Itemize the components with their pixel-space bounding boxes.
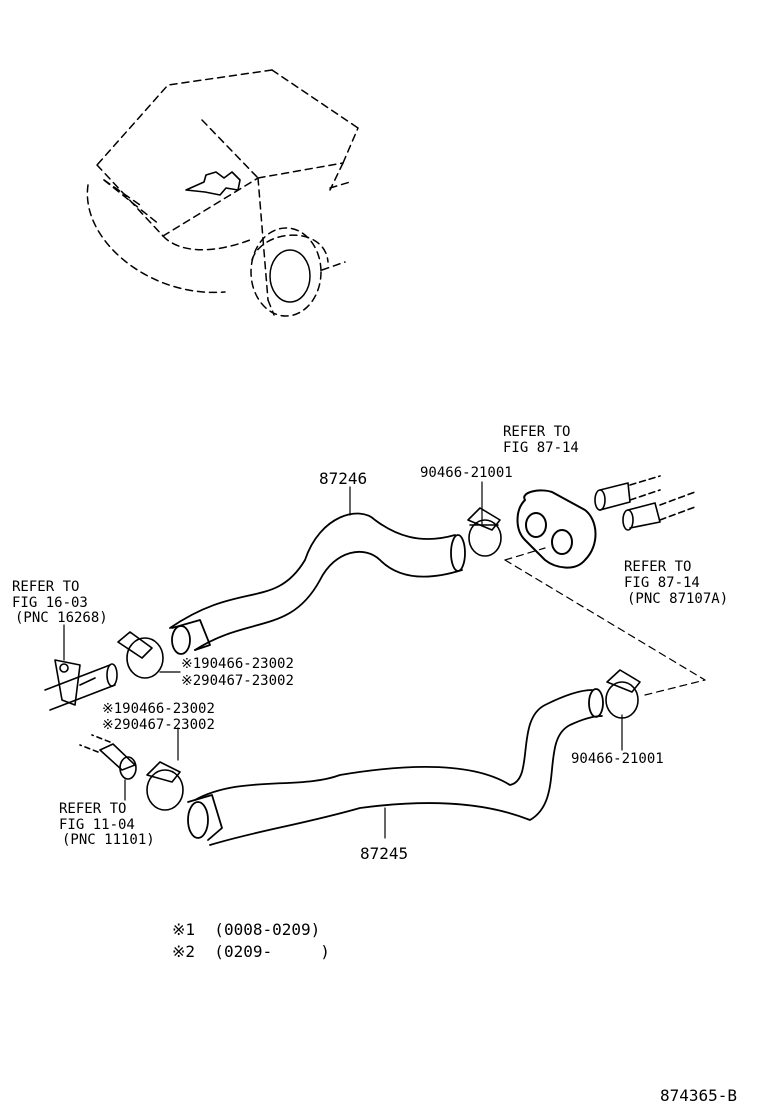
refer-line: REFER TO xyxy=(59,801,127,817)
refer-line: FIG 11-04 xyxy=(59,817,135,833)
hose-87245 xyxy=(187,688,604,846)
connection-dashed xyxy=(504,547,706,696)
radiator-outline xyxy=(185,171,241,196)
refer-line: REFER TO xyxy=(12,579,80,595)
part-number-87246[interactable]: 87246 xyxy=(319,469,368,488)
refer-line: (PNC 87107A) xyxy=(627,591,729,607)
legend-line: ※1 (0008-0209) xyxy=(172,920,321,939)
part-number-line[interactable]: ※290467-23002 xyxy=(102,717,215,733)
part-number-87245[interactable]: 87245 xyxy=(360,844,409,863)
heater-pipes xyxy=(594,475,696,531)
refer-line: FIG 16-03 xyxy=(12,595,88,611)
refer-line: FIG 87-14 xyxy=(503,440,579,456)
part-number-clamp-right[interactable]: 90466-21001 xyxy=(571,751,664,767)
part-number-line[interactable]: ※290467-23002 xyxy=(181,673,294,689)
left-pipe-lower xyxy=(79,734,137,780)
legend-line: ※2 (0209- ) xyxy=(172,942,330,961)
clamp-lower-right xyxy=(605,669,641,719)
leader-lines xyxy=(63,481,623,839)
hose-87246 xyxy=(169,512,466,655)
vehicle-locator-illustration xyxy=(86,69,359,316)
clamp-upper-left xyxy=(117,631,164,679)
refer-line: (PNC 11101) xyxy=(62,832,155,848)
refer-line: (PNC 16268) xyxy=(15,610,108,626)
figure-code: 874365-B xyxy=(660,1086,738,1105)
refer-line: REFER TO xyxy=(624,559,692,575)
part-number-line[interactable]: ※190466-23002 xyxy=(102,701,215,717)
clamp-lower-left xyxy=(146,761,184,811)
front-wheel xyxy=(250,227,322,317)
refer-line: REFER TO xyxy=(503,424,571,440)
heater-core-plate xyxy=(516,489,597,569)
clamp-upper-right xyxy=(467,507,502,557)
part-number-clamp-top[interactable]: 90466-21001 xyxy=(420,465,513,481)
left-pipe-upper xyxy=(44,659,118,711)
part-number-line[interactable]: ※190466-23002 xyxy=(181,656,294,672)
refer-line: FIG 87-14 xyxy=(624,575,700,591)
